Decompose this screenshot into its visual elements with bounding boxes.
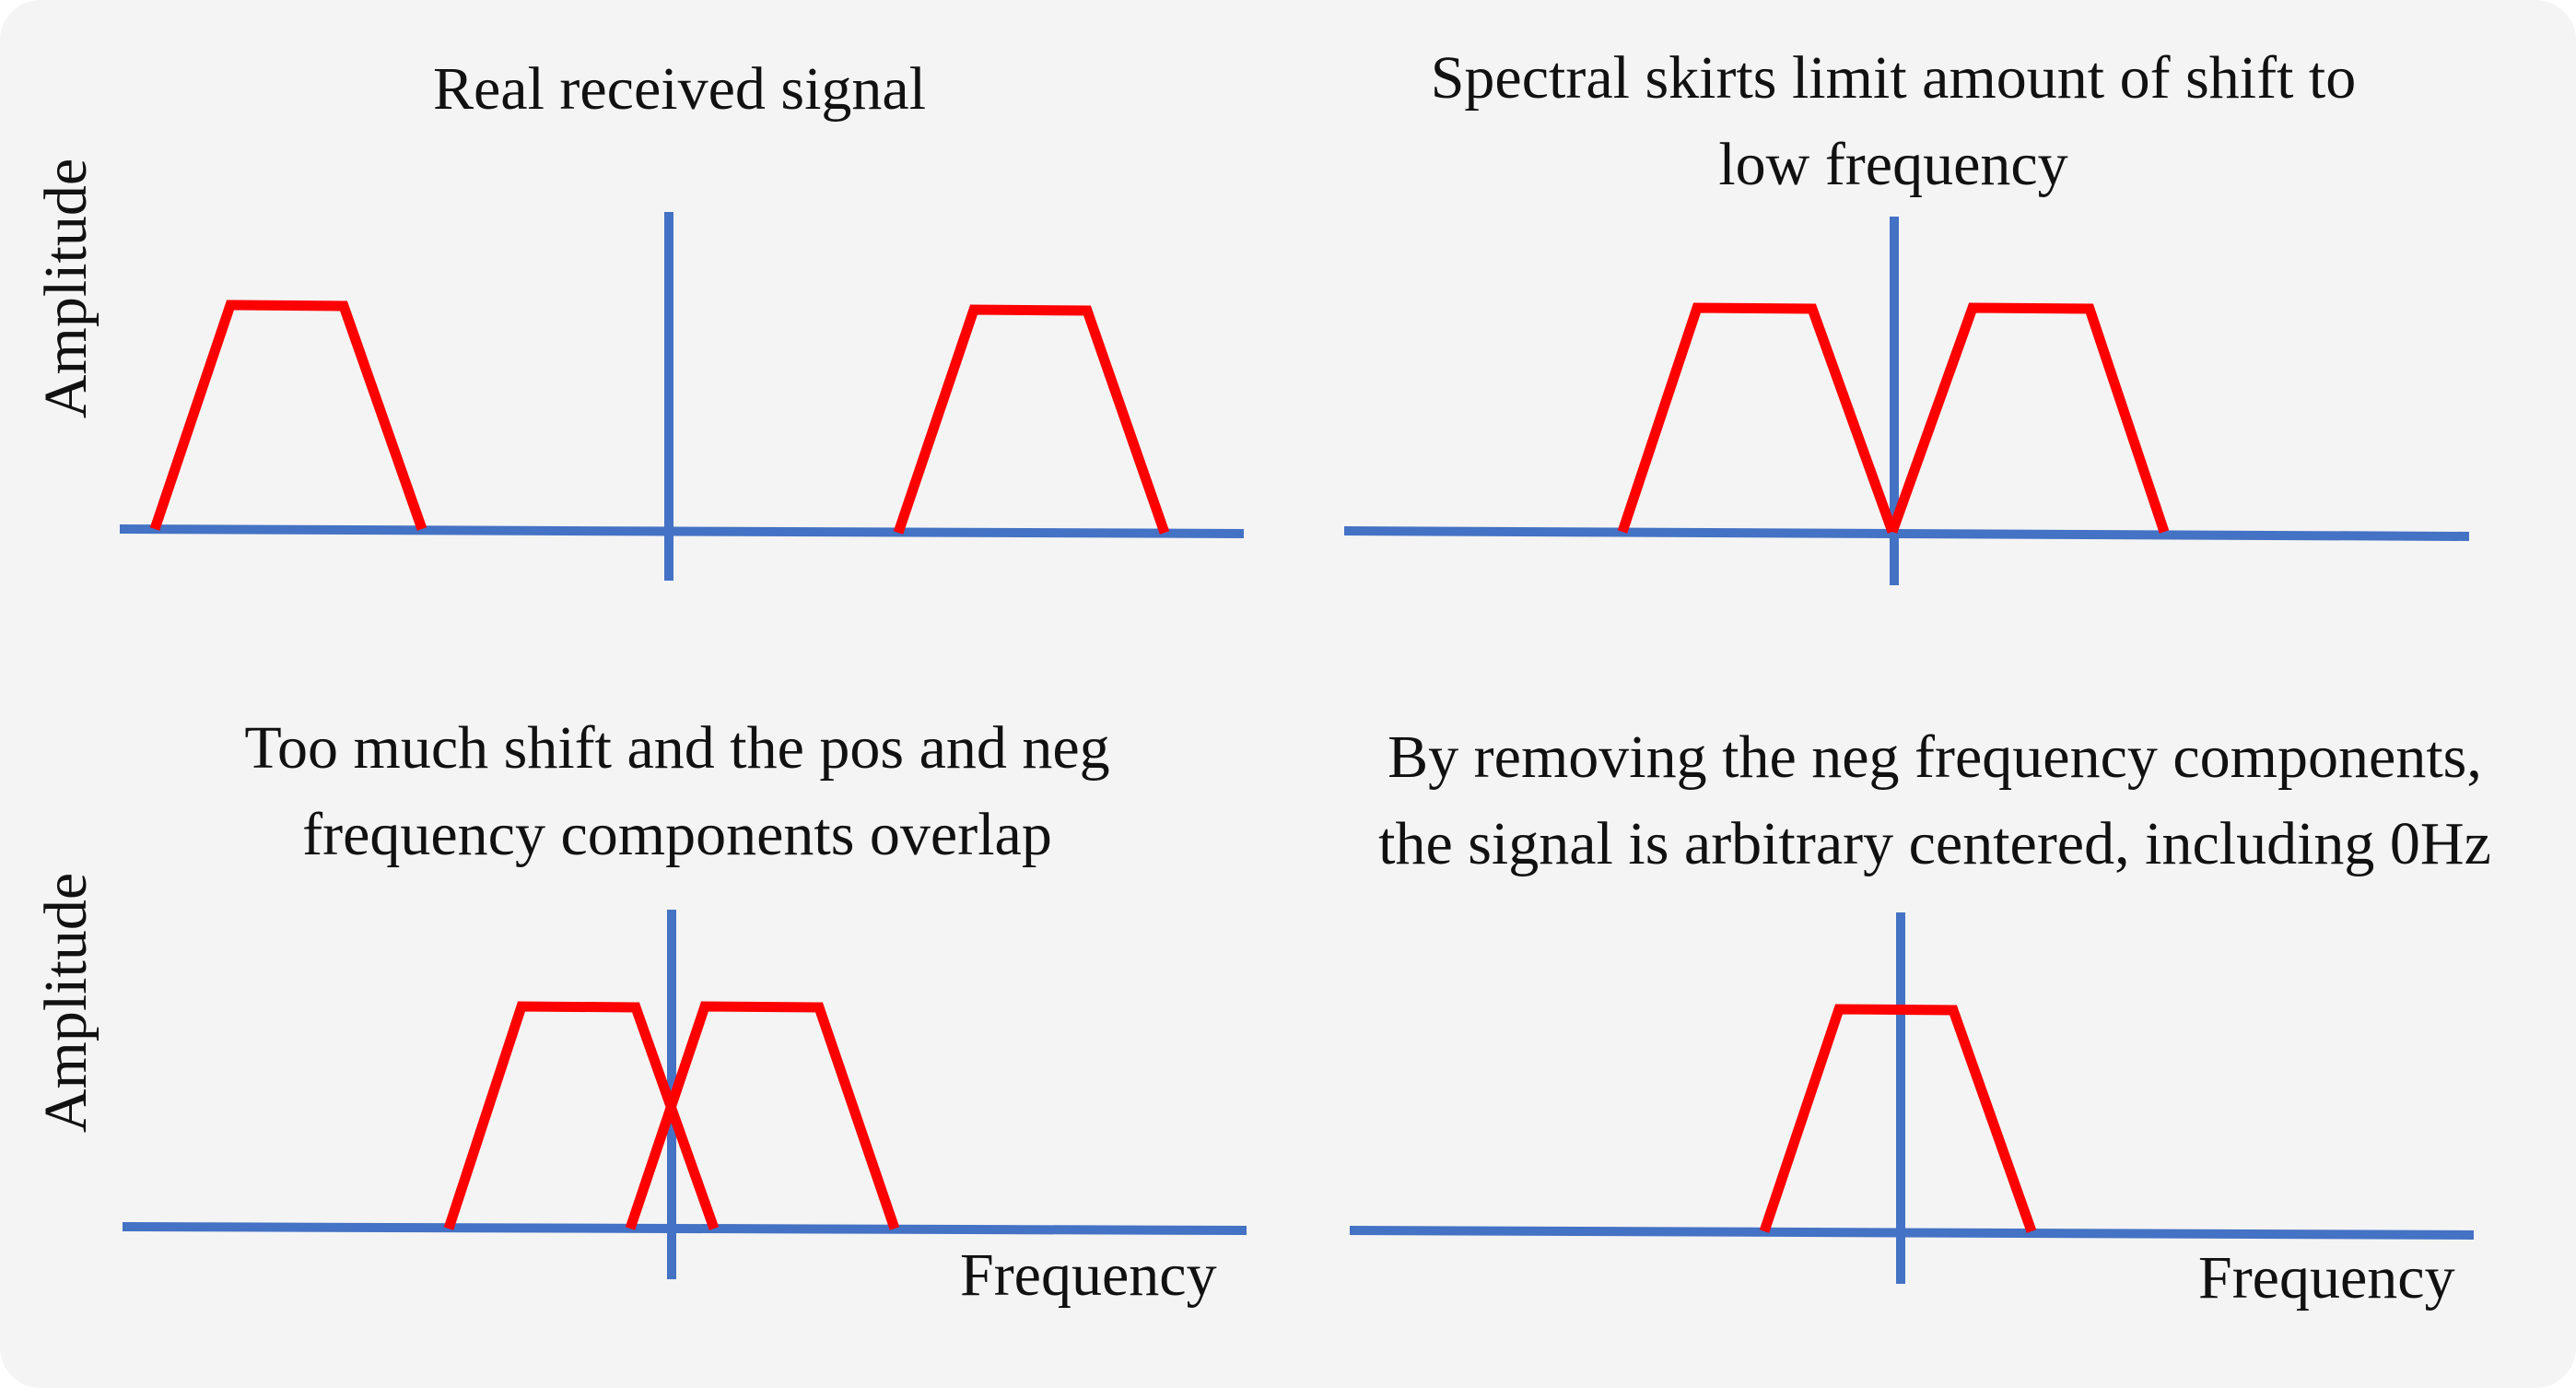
negative-frequency-spectrum bbox=[149, 300, 427, 531]
panel-too-much-shift bbox=[122, 910, 1247, 1279]
title-line-1: By removing the neg frequency components… bbox=[1388, 723, 2482, 791]
y-axis-label-bottom: Amplitude bbox=[32, 872, 100, 1134]
panel-title-too-much-shift: Too much shift and the pos and neg frequ… bbox=[101, 705, 1253, 878]
x-axis-label-bottom-right: Frequency bbox=[2198, 1244, 2455, 1312]
panel-title-remove-neg-frequency: By removing the neg frequency components… bbox=[1299, 714, 2570, 888]
title-line-2: low frequency bbox=[1718, 131, 2068, 198]
negative-frequency-spectrum bbox=[443, 1001, 720, 1230]
frequency-axis bbox=[119, 524, 1245, 538]
title-line-1: Real received signal bbox=[432, 55, 927, 123]
title-line-2: the signal is arbitrary centered, includ… bbox=[1378, 810, 2491, 877]
panel-title-spectral-skirts-limit: Spectral skirts limit amount of shift to… bbox=[1308, 35, 2478, 208]
panel-real-received-signal bbox=[119, 212, 1245, 581]
panel-title-real-received-signal: Real received signal bbox=[129, 46, 1230, 133]
x-axis-label-bottom-left: Frequency bbox=[960, 1241, 1217, 1309]
title-line-2: frequency components overlap bbox=[302, 801, 1052, 868]
positive-frequency-spectrum bbox=[1887, 302, 2170, 534]
frequency-axis bbox=[1343, 526, 2470, 541]
title-line-1: Too much shift and the pos and neg bbox=[244, 714, 1110, 782]
panel-spectral-skirts-limit bbox=[1343, 217, 2470, 585]
frequency-axis bbox=[1349, 1226, 2475, 1240]
panel-remove-neg-frequency bbox=[1349, 912, 2475, 1284]
y-axis-label-top: Amplitude bbox=[32, 158, 100, 419]
title-line-1: Spectral skirts limit amount of shift to bbox=[1430, 44, 2357, 112]
positive-frequency-spectrum bbox=[625, 1001, 900, 1230]
positive-frequency-spectrum bbox=[893, 304, 1170, 535]
negative-frequency-spectrum bbox=[1617, 302, 1898, 534]
shifted-spectrum bbox=[1759, 1004, 2037, 1233]
frequency-axis bbox=[122, 1222, 1247, 1235]
